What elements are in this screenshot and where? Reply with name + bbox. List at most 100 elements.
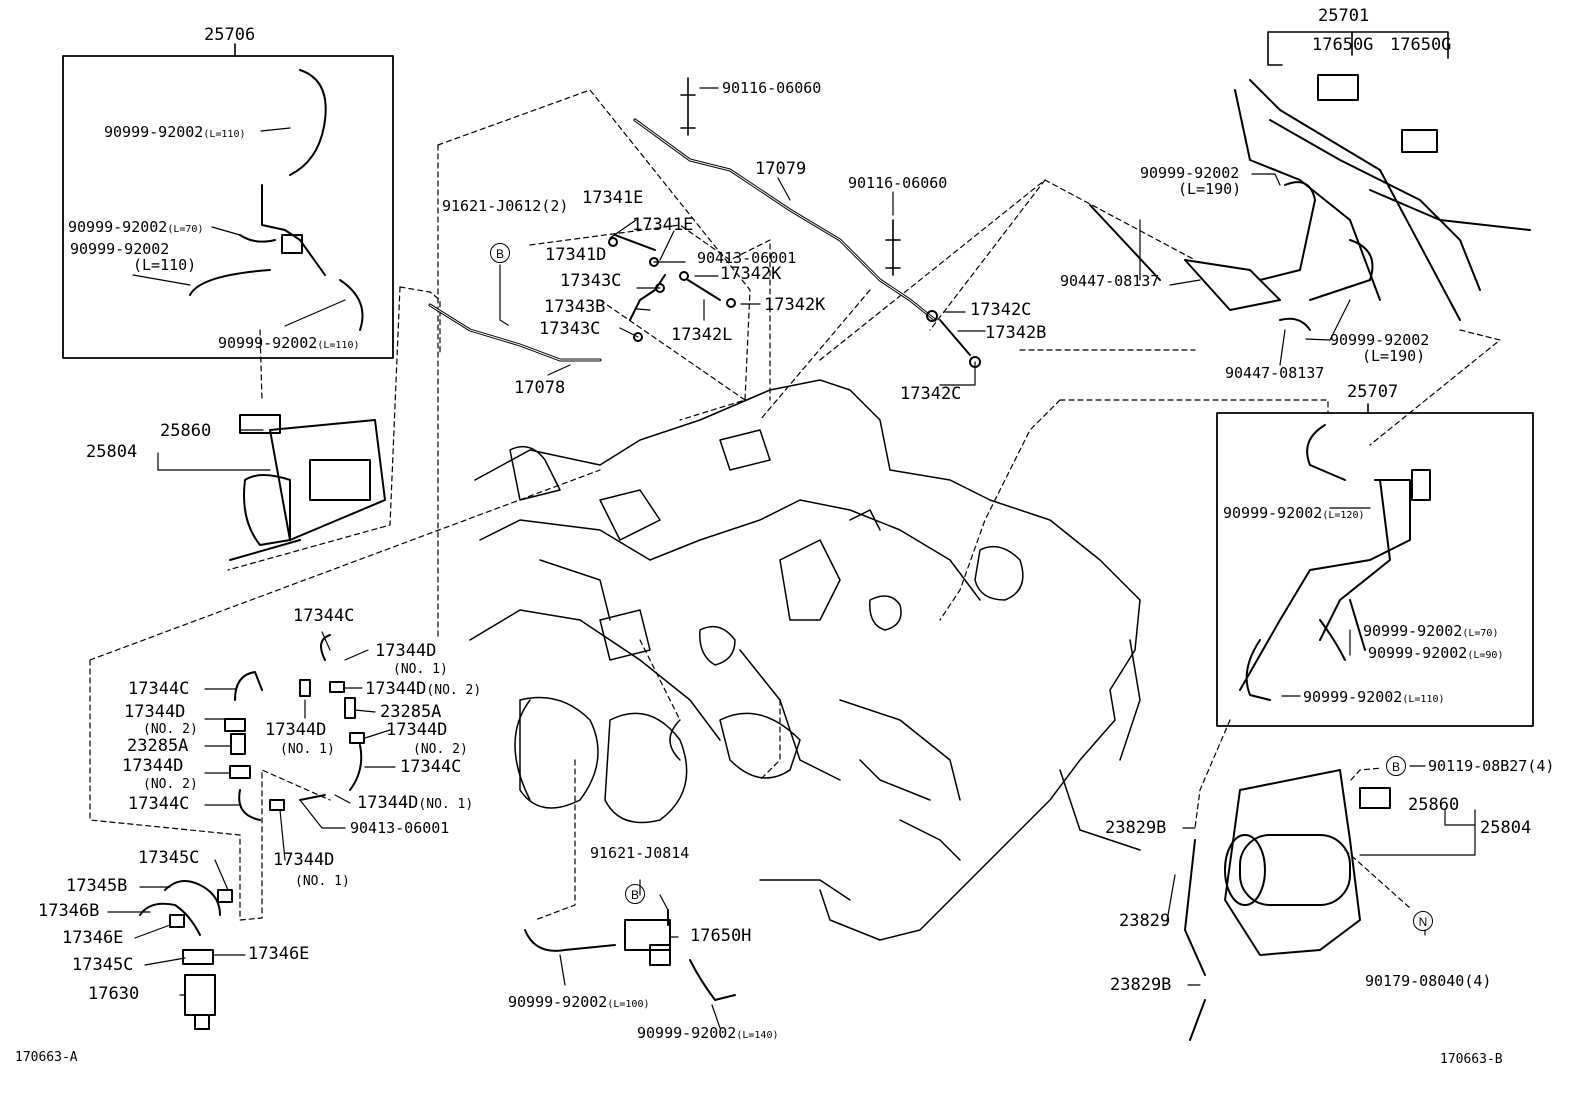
label-17344d-a: 17344D bbox=[375, 641, 437, 661]
label-hose-110-a: 90999-92002(L=110) bbox=[104, 123, 246, 141]
label-17346e-a: 17346E bbox=[62, 928, 124, 948]
label-17343b: 17343B bbox=[544, 297, 606, 317]
label-no1-a: (NO. 1) bbox=[393, 662, 448, 677]
label-17344d-b: 17344D bbox=[124, 702, 186, 722]
label-17078: 17078 bbox=[514, 378, 566, 398]
label-bolt-mid: 90116-06060 bbox=[848, 174, 948, 192]
figure-code-right: 170663-B bbox=[1440, 1052, 1503, 1067]
label-91621-j0814: 91621-J0814 bbox=[590, 844, 690, 862]
label-17345c-b: 17345C bbox=[72, 955, 134, 975]
marker-b-1: B bbox=[490, 243, 510, 263]
engine-block bbox=[469, 379, 1141, 941]
label-17344d-d: 17344D bbox=[386, 720, 448, 740]
label-90413-06001-a: 90413-06001 bbox=[697, 249, 797, 267]
label-17344d-c: 17344D bbox=[265, 720, 327, 740]
label-25860-left: 25860 bbox=[160, 421, 212, 441]
label-91621-j0612: 91621-J0612(2) bbox=[442, 197, 569, 215]
label-hose-190-b-length: (L=190) bbox=[1362, 347, 1426, 365]
label-17344c-b: 17344C bbox=[128, 679, 190, 699]
pipes-top bbox=[428, 77, 937, 362]
label-25804-left: 25804 bbox=[86, 442, 138, 462]
label-17342l: 17342L bbox=[671, 325, 733, 345]
label-hose-190-a: 90999-92002 bbox=[1140, 164, 1240, 182]
label-17341e-a: 17341E bbox=[582, 188, 644, 208]
label-17344d-no1-f: 17344D(NO. 1) bbox=[357, 793, 474, 813]
label-17079: 17079 bbox=[755, 159, 807, 179]
label-hose-120: 90999-92002(L=120) bbox=[1223, 504, 1365, 522]
label-hose-140: 90999-92002(L=140) bbox=[637, 1024, 779, 1042]
label-no2-d: (NO. 2) bbox=[143, 777, 198, 792]
group-label-25701: 25701 bbox=[1318, 6, 1370, 26]
label-90447-08137-b: 90447-08137 bbox=[1225, 364, 1325, 382]
label-no2-c: (NO. 2) bbox=[413, 742, 468, 757]
label-17630: 17630 bbox=[88, 984, 140, 1004]
label-17650g-b: 17650G bbox=[1390, 35, 1452, 55]
label-90179-08040: 90179-08040(4) bbox=[1365, 972, 1492, 990]
label-17344c-c: 17344C bbox=[400, 757, 462, 777]
label-17346b: 17346B bbox=[38, 901, 100, 921]
label-17344d-no2-a: 17344D(NO. 2) bbox=[365, 679, 482, 699]
label-no2-b: (NO. 2) bbox=[143, 722, 198, 737]
label-25804-right: 25804 bbox=[1480, 818, 1532, 838]
marker-b-3: B bbox=[625, 884, 645, 904]
label-hose-110-b-length: (L=110) bbox=[133, 256, 197, 274]
label-hose-110-d: 90999-92002(L=110) bbox=[1303, 688, 1445, 706]
label-no1-b: (NO. 1) bbox=[280, 742, 335, 757]
box-25706-parts bbox=[189, 69, 386, 561]
label-90447-08137-a: 90447-08137 bbox=[1060, 272, 1160, 290]
label-17650g-a: 17650G bbox=[1312, 35, 1374, 55]
label-17342b: 17342B bbox=[985, 323, 1047, 343]
label-17344d-g: 17344D bbox=[273, 850, 335, 870]
leader-lines bbox=[107, 87, 1476, 1029]
label-23829b-b: 23829B bbox=[1110, 975, 1172, 995]
label-hose-90: 90999-92002(L=90) bbox=[1368, 644, 1504, 662]
bracket-25701 bbox=[1267, 31, 1449, 66]
label-90119-08b27: 90119-08B27(4) bbox=[1428, 757, 1555, 775]
label-17343c-a: 17343C bbox=[560, 271, 622, 291]
group-label-25706: 25706 bbox=[204, 25, 256, 45]
label-23285a-a: 23285A bbox=[380, 702, 442, 722]
label-25860-right: 25860 bbox=[1408, 795, 1460, 815]
label-90413-06001-b: 90413-06001 bbox=[350, 819, 450, 837]
group-label-25707: 25707 bbox=[1347, 382, 1399, 402]
group-box-25707 bbox=[1216, 412, 1534, 727]
label-17345c-a: 17345C bbox=[138, 848, 200, 868]
label-17344c-d: 17344C bbox=[128, 794, 190, 814]
label-hose-70-b: 90999-92002(L=70) bbox=[1363, 622, 1499, 640]
label-hose-190-a-length: (L=190) bbox=[1178, 180, 1242, 198]
hoses-left-lower bbox=[139, 634, 365, 1030]
label-23829b-a: 23829B bbox=[1105, 818, 1167, 838]
label-17342c-b: 17342C bbox=[900, 384, 962, 404]
vsv-17650h bbox=[524, 909, 736, 1001]
label-17342k-a: 17342K bbox=[720, 264, 782, 284]
dashed-routing bbox=[89, 89, 1501, 921]
label-23285a-b: 23285A bbox=[127, 736, 189, 756]
label-23829: 23829 bbox=[1119, 911, 1171, 931]
label-17341e-b: 17341E bbox=[632, 215, 694, 235]
marker-n-1: N bbox=[1413, 911, 1433, 931]
group-box-25706 bbox=[62, 55, 394, 359]
canister-right bbox=[1184, 769, 1391, 1041]
label-17346e-b: 17346E bbox=[248, 944, 310, 964]
label-hose-110-b: 90999-92002 bbox=[70, 240, 170, 258]
marker-b-2: B bbox=[1386, 756, 1406, 776]
label-17650h: 17650H bbox=[690, 926, 752, 946]
box-25701-parts bbox=[1089, 74, 1531, 331]
figure-code-left: 170663-A bbox=[15, 1050, 78, 1065]
label-no1-g: (NO. 1) bbox=[295, 874, 350, 889]
label-bolt-top: 90116-06060 bbox=[722, 79, 822, 97]
label-17341d: 17341D bbox=[545, 245, 607, 265]
label-17344d-e: 17344D bbox=[122, 756, 184, 776]
label-17342c-a: 17342C bbox=[970, 300, 1032, 320]
label-hose-110-c: 90999-92002(L=110) bbox=[218, 334, 360, 352]
label-17343c-b: 17343C bbox=[539, 319, 601, 339]
label-17344c-a: 17344C bbox=[293, 606, 355, 626]
label-hose-100: 90999-92002(L=100) bbox=[508, 993, 650, 1011]
label-hose-190-b: 90999-92002 bbox=[1330, 331, 1430, 349]
label-17342k-b: 17342K bbox=[764, 295, 826, 315]
box-25707-parts bbox=[1239, 424, 1431, 701]
label-hose-70-a: 90999-92002(L=70) bbox=[68, 218, 204, 236]
hoses-middle bbox=[608, 234, 981, 368]
